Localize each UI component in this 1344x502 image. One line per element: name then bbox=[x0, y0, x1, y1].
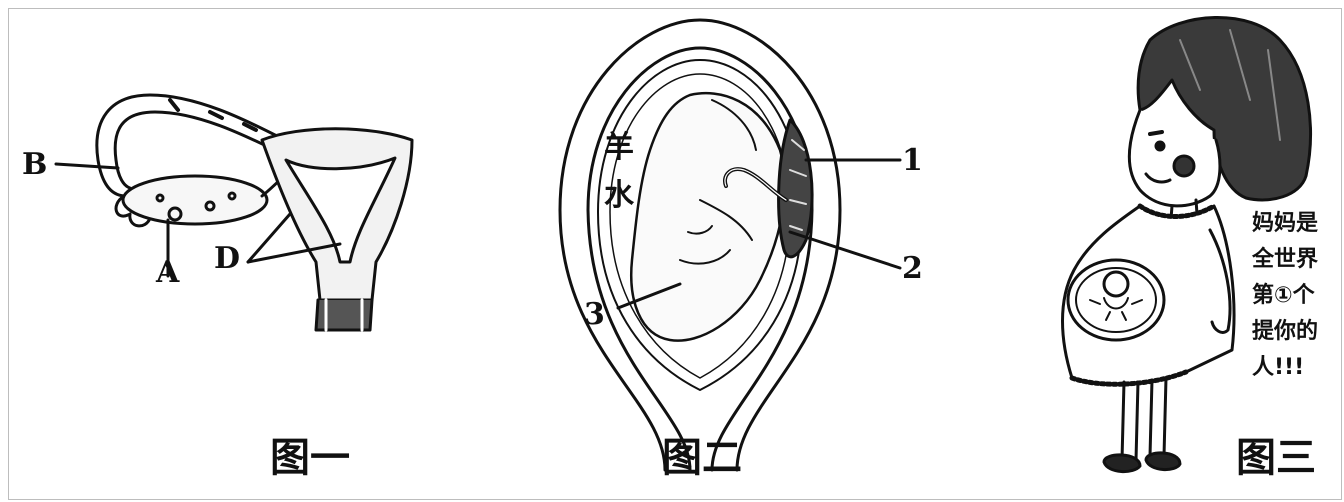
figure1-caption: 图一 bbox=[270, 438, 350, 478]
dress bbox=[1063, 206, 1234, 384]
label-1: 1 bbox=[902, 146, 923, 176]
amniotic-fluid-label-2: 水 bbox=[604, 170, 634, 214]
leader-B bbox=[56, 164, 118, 168]
speech-line: 全世界 bbox=[1252, 242, 1344, 278]
ovary bbox=[123, 176, 267, 224]
cheek bbox=[1174, 156, 1194, 176]
female-reproductive-system-drawing bbox=[56, 95, 412, 330]
shoes bbox=[1104, 453, 1180, 472]
label-2: 2 bbox=[902, 254, 923, 284]
speech-line: 人!!! bbox=[1252, 350, 1344, 386]
fetus-in-uterus-drawing bbox=[560, 20, 900, 470]
speech-line: 妈妈是 bbox=[1252, 206, 1344, 242]
fetus bbox=[631, 93, 785, 340]
figure3-caption: 图三 bbox=[1236, 438, 1316, 478]
legs bbox=[1122, 378, 1166, 460]
speech-line: 第①个 bbox=[1252, 278, 1344, 314]
amniotic-fluid-label-1: 羊 bbox=[604, 122, 634, 166]
label-B: B bbox=[22, 150, 47, 180]
vagina bbox=[316, 300, 372, 330]
figure2-caption: 图二 bbox=[662, 438, 742, 478]
label-D: D bbox=[214, 244, 240, 274]
speech-line: 提你的 bbox=[1252, 314, 1344, 350]
label-A: A bbox=[156, 258, 179, 288]
label-3: 3 bbox=[584, 300, 605, 330]
baby-head bbox=[1104, 272, 1128, 296]
speech-text: 妈妈是 全世界 第①个 提你的 人!!! bbox=[1252, 206, 1344, 386]
